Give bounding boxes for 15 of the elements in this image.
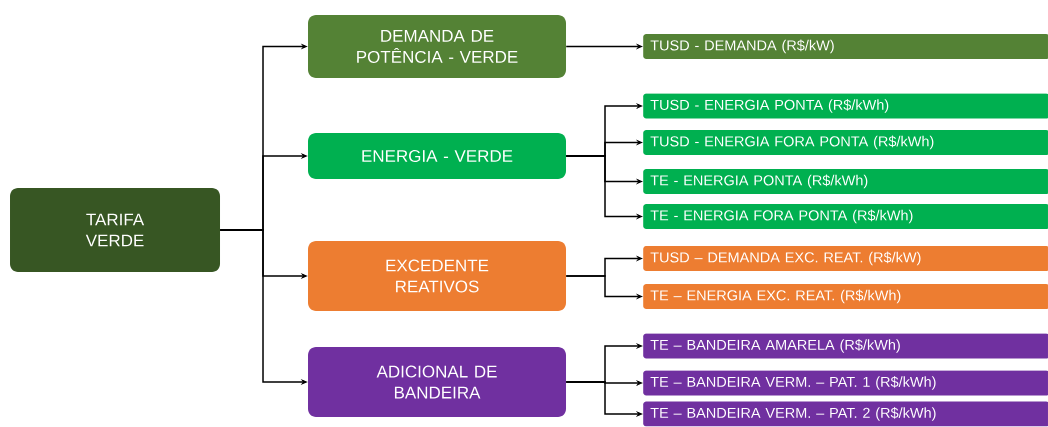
item-box: TUSD - ENERGIA PONTA (R$/kWh) bbox=[643, 93, 1048, 119]
process-box: ADICIONAL DE BANDEIRA bbox=[308, 347, 566, 417]
item-box: TE – BANDEIRA AMARELA (R$/kWh) bbox=[643, 333, 1048, 359]
item-box: TE – BANDEIRA VERM. – PAT. 1 (R$/kWh) bbox=[643, 370, 1048, 396]
process-box: ENERGIA - VERDE bbox=[308, 133, 566, 179]
item-box: TE - ENERGIA FORA PONTA (R$/kWh) bbox=[643, 204, 1048, 229]
process-box: DEMANDA DE POTÊNCIA - VERDE bbox=[308, 15, 566, 78]
process-box: EXCEDENTE REATIVOS bbox=[308, 241, 566, 311]
item-box: TUSD – DEMANDA EXC. REAT. (R$/kW) bbox=[643, 246, 1048, 271]
process-box: TARIFA VERDE bbox=[10, 188, 220, 272]
item-box: TUSD - DEMANDA (R$/kW) bbox=[643, 34, 1048, 59]
item-box: TE – BANDEIRA VERM. – PAT. 2 (R$/kWh) bbox=[643, 401, 1048, 427]
item-box: TE - ENERGIA PONTA (R$/kWh) bbox=[643, 169, 1048, 194]
item-box: TE – ENERGIA EXC. REAT. (R$/kWh) bbox=[643, 284, 1048, 309]
item-box: TUSD - ENERGIA FORA PONTA (R$/kWh) bbox=[643, 130, 1048, 155]
